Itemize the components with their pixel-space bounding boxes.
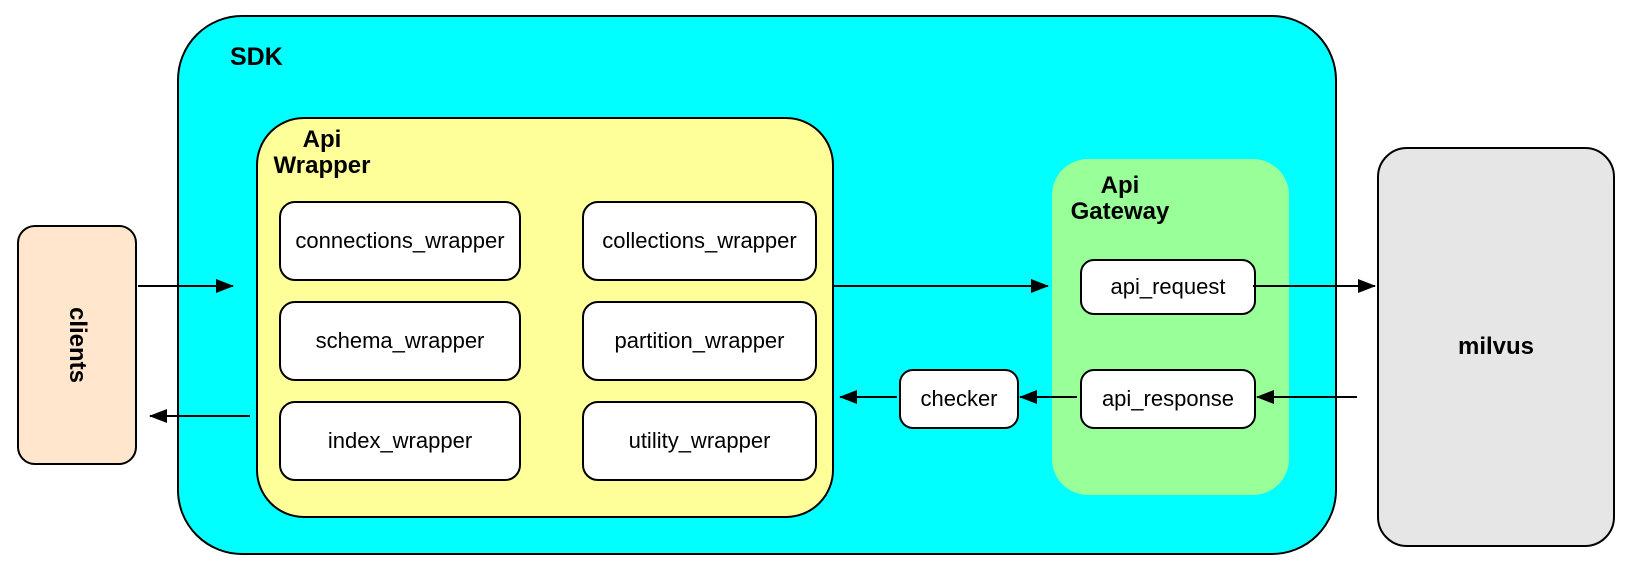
node-index-wrapper: index_wrapper bbox=[279, 401, 521, 481]
schema-wrapper-label: schema_wrapper bbox=[315, 328, 485, 353]
node-api-response: api_response bbox=[1080, 369, 1256, 429]
node-api-request: api_request bbox=[1080, 259, 1256, 315]
connections-wrapper-label: connections_wrapper bbox=[295, 228, 505, 253]
node-utility-wrapper: utility_wrapper bbox=[582, 401, 817, 481]
api-wrapper-label: Api Wrapper bbox=[273, 126, 371, 179]
node-milvus: milvus bbox=[1377, 147, 1615, 547]
partition-wrapper-label: partition_wrapper bbox=[614, 328, 785, 353]
container-api-gateway: Api Gateway api_request api_response bbox=[1052, 159, 1289, 495]
api-gateway-label: Api Gateway bbox=[1070, 172, 1170, 225]
clients-label: clients bbox=[64, 306, 91, 384]
node-clients: clients bbox=[17, 225, 137, 465]
collections-wrapper-label: collections_wrapper bbox=[602, 228, 797, 253]
api-response-label: api_response bbox=[1101, 386, 1235, 411]
node-schema-wrapper: schema_wrapper bbox=[279, 301, 521, 381]
sdk-label: SDK bbox=[230, 43, 283, 71]
container-sdk: SDK Api Wrapper connections_wrapper coll… bbox=[177, 15, 1337, 555]
index-wrapper-label: index_wrapper bbox=[327, 428, 473, 453]
node-partition-wrapper: partition_wrapper bbox=[582, 301, 817, 381]
container-api-wrapper: Api Wrapper connections_wrapper collecti… bbox=[256, 117, 834, 518]
api-request-label: api_request bbox=[1110, 274, 1226, 299]
node-connections-wrapper: connections_wrapper bbox=[279, 201, 521, 281]
checker-label: checker bbox=[920, 386, 998, 411]
utility-wrapper-label: utility_wrapper bbox=[628, 428, 771, 453]
milvus-label: milvus bbox=[1457, 333, 1535, 360]
node-collections-wrapper: collections_wrapper bbox=[582, 201, 817, 281]
node-checker: checker bbox=[899, 369, 1019, 429]
